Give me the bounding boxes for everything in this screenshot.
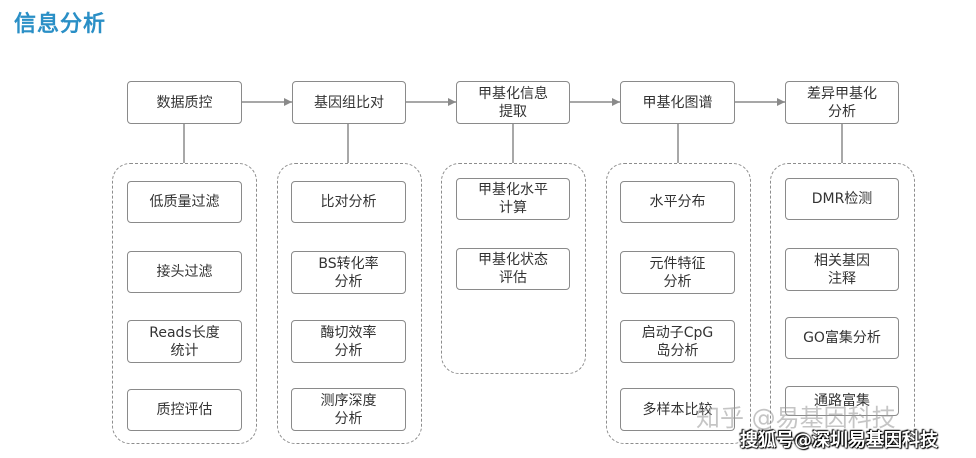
watermark-sohu: 搜狐号@深圳易基因科技 bbox=[740, 430, 938, 451]
arrowhead-2 bbox=[448, 98, 456, 106]
substep-box: DMR检测 bbox=[785, 178, 899, 220]
arrowhead-3 bbox=[612, 98, 620, 106]
substep-box: 甲基化状态 评估 bbox=[456, 248, 570, 290]
substep-box: Reads长度 统计 bbox=[127, 320, 242, 363]
substep-box: 元件特征 分析 bbox=[620, 251, 735, 294]
substep-box: 低质量过滤 bbox=[127, 181, 242, 223]
arrowhead-4 bbox=[777, 98, 785, 106]
substep-group-2 bbox=[277, 163, 422, 444]
substep-box: 测序深度 分析 bbox=[291, 388, 406, 431]
substep-group-4 bbox=[606, 163, 751, 444]
substep-box: 质控评估 bbox=[127, 389, 242, 431]
step-box-1: 数据质控 bbox=[127, 81, 242, 124]
substep-box: 相关基因 注释 bbox=[785, 248, 899, 291]
substep-box: 甲基化水平 计算 bbox=[456, 178, 570, 220]
substep-group-3 bbox=[441, 163, 586, 374]
substep-box: 比对分析 bbox=[291, 181, 406, 223]
substep-box: 通路富集 bbox=[785, 386, 899, 416]
arrowhead-1 bbox=[284, 98, 292, 106]
substep-box: 接头过滤 bbox=[127, 251, 242, 293]
substep-box: 酶切效率 分析 bbox=[291, 320, 406, 363]
substep-group-1 bbox=[112, 163, 257, 444]
step-box-3: 甲基化信息 提取 bbox=[456, 81, 570, 124]
substep-box: 水平分布 bbox=[620, 181, 735, 223]
watermark-zhihu: 知乎 @易基因科技 bbox=[696, 404, 896, 432]
step-box-2: 基因组比对 bbox=[292, 81, 406, 124]
substep-group-5 bbox=[770, 163, 915, 444]
substep-box: GO富集分析 bbox=[785, 317, 899, 359]
page-title: 信息分析 bbox=[14, 12, 107, 37]
substep-box: 启动子CpG 岛分析 bbox=[620, 320, 735, 363]
step-box-4: 甲基化图谱 bbox=[620, 81, 735, 124]
substep-box: BS转化率 分析 bbox=[291, 251, 406, 294]
step-box-5: 差异甲基化 分析 bbox=[785, 81, 899, 124]
substep-box: 多样本比较 bbox=[620, 388, 735, 431]
